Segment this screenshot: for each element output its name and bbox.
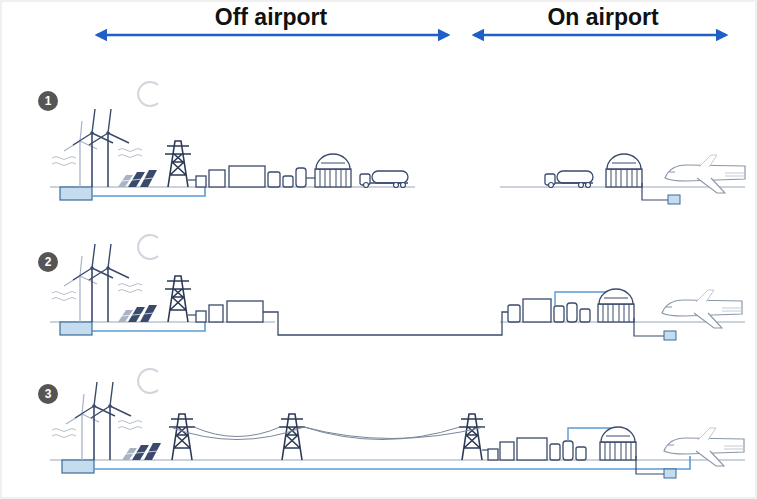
- logo-arc: [138, 235, 158, 259]
- callout-circle: 3: [38, 384, 58, 404]
- span-arrow: [97, 34, 448, 37]
- logo-arc: [138, 369, 158, 393]
- span-arrow: [474, 34, 726, 37]
- route-three-illustration: [50, 382, 745, 478]
- zone-heading: Off airport: [215, 4, 327, 31]
- callout-number: 2: [38, 252, 58, 272]
- route-one-illustration: [50, 109, 745, 204]
- callout-circle: 1: [38, 91, 58, 111]
- route-two-illustration: [50, 244, 745, 340]
- callout-circle-fill: [38, 384, 58, 404]
- callout-circle-fill: [38, 252, 58, 272]
- callout-circle: 2: [38, 252, 58, 272]
- callout-circle-fill: [38, 91, 58, 111]
- callout-number: 3: [38, 384, 58, 404]
- zone-heading: On airport: [547, 4, 658, 31]
- callout-number: 1: [38, 91, 58, 111]
- logo-arc: [138, 82, 158, 106]
